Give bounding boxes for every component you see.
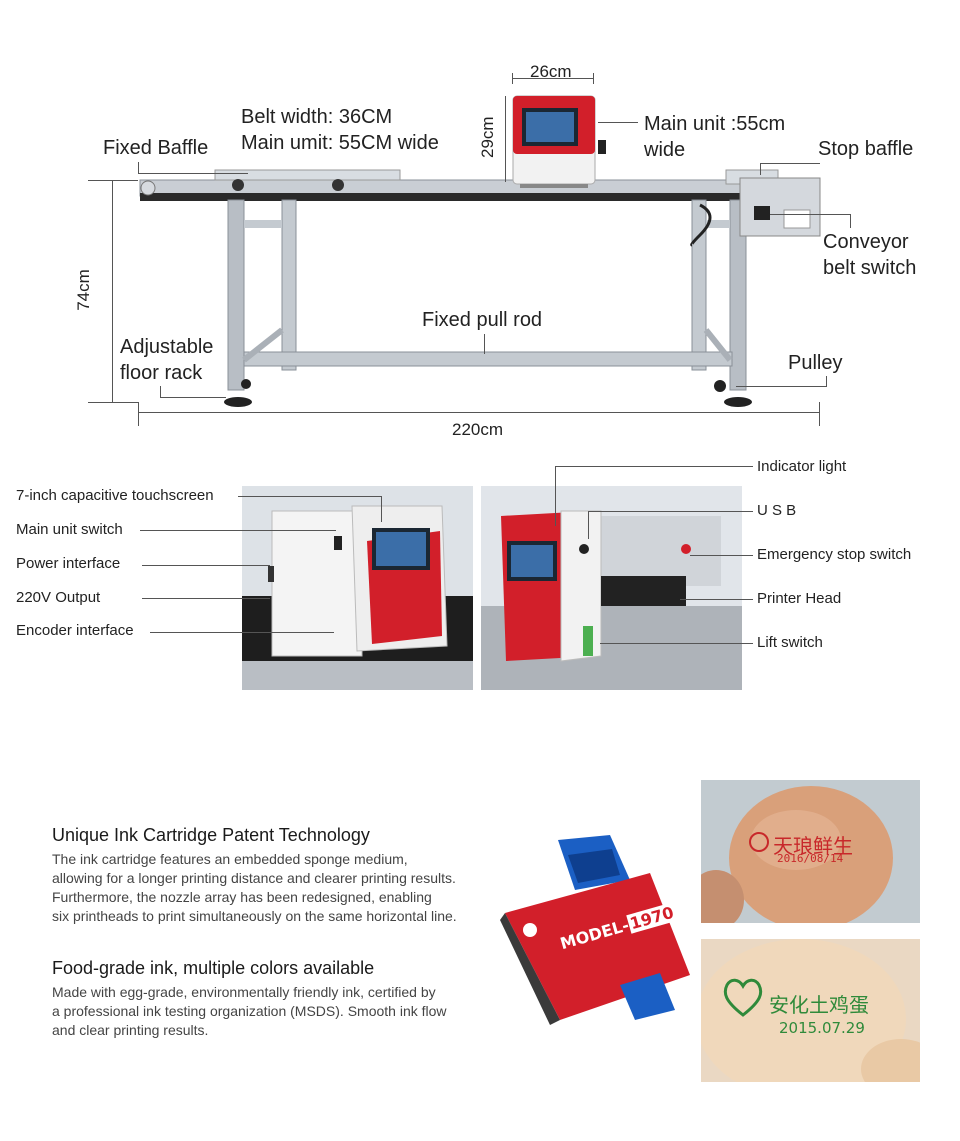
label-adjustable-line1: Adjustable [120, 336, 214, 358]
label-fixed-pull-rod: Fixed pull rod [422, 309, 543, 331]
callout-power-interface: Power interface [16, 555, 121, 572]
callout-lift-switch: Lift switch [757, 634, 823, 651]
label-belt-width: Belt width: 36CM [241, 106, 393, 128]
ink-title-2: Food-grade ink, multiple colors availabl… [52, 958, 375, 978]
callout-220v-output: 220V Output [16, 589, 101, 606]
callout-encoder-interface: Encoder interface [16, 622, 134, 639]
label-conveyor-line1: Conveyor [823, 231, 909, 253]
dim-total-length: 220cm [452, 420, 504, 439]
dim-top-width: 26cm [530, 62, 572, 81]
callout-usb: U S B [757, 502, 797, 519]
dim-table-height: 74cm [74, 269, 93, 311]
callout-emergency-stop: Emergency stop switch [757, 546, 912, 563]
egg2-date: 2015.07.29 [779, 1019, 865, 1037]
egg-photo-red: 天琅鲜生 2016/08/14 [701, 780, 920, 923]
callout-touchscreen: 7-inch capacitive touchscreen [16, 487, 214, 504]
label-stop-baffle: Stop baffle [818, 138, 914, 160]
callout-printer-head: Printer Head [757, 590, 842, 607]
callout-indicator-light: Indicator light [757, 458, 847, 475]
dim-unit-height: 29cm [478, 116, 497, 158]
unit-photo-left [242, 486, 473, 690]
egg1-logo-icon [749, 832, 769, 852]
label-pulley: Pulley [788, 352, 843, 374]
label-adjustable-line2: floor rack [120, 362, 203, 384]
conveyor-illustration [139, 95, 821, 407]
unit-photo-right [481, 486, 742, 690]
label-main-unit-wide: Main umit: 55CM wide [241, 132, 439, 154]
egg2-brand: 安化土鸡蛋 [769, 993, 869, 1017]
ink-cartridge-image: MODEL-1970 [500, 835, 696, 1025]
label-fixed-baffle: Fixed Baffle [103, 137, 209, 159]
egg2-heart-icon [723, 978, 763, 1017]
egg-photo-green: 安化土鸡蛋 2015.07.29 [701, 939, 920, 1082]
ink-title-1: Unique Ink Cartridge Patent Technology [52, 825, 370, 845]
callout-main-unit-switch: Main unit switch [16, 521, 123, 538]
egg1-brand: 天琅鲜生 [773, 834, 853, 858]
conveyor-diagram: 26cm 29cm 74cm 220cm Belt width: 36CM Ma… [0, 0, 960, 450]
ink-paragraph-2: Made with egg-grade, environmentally fri… [52, 984, 447, 1038]
label-conveyor-line2: belt switch [823, 257, 917, 279]
label-main-unit-line2: wide [644, 139, 686, 161]
ink-paragraph-1: The ink cartridge features an embedded s… [52, 851, 457, 924]
egg1-date: 2016/08/14 [777, 852, 844, 865]
label-main-unit-line1: Main unit :55cm [644, 113, 786, 135]
